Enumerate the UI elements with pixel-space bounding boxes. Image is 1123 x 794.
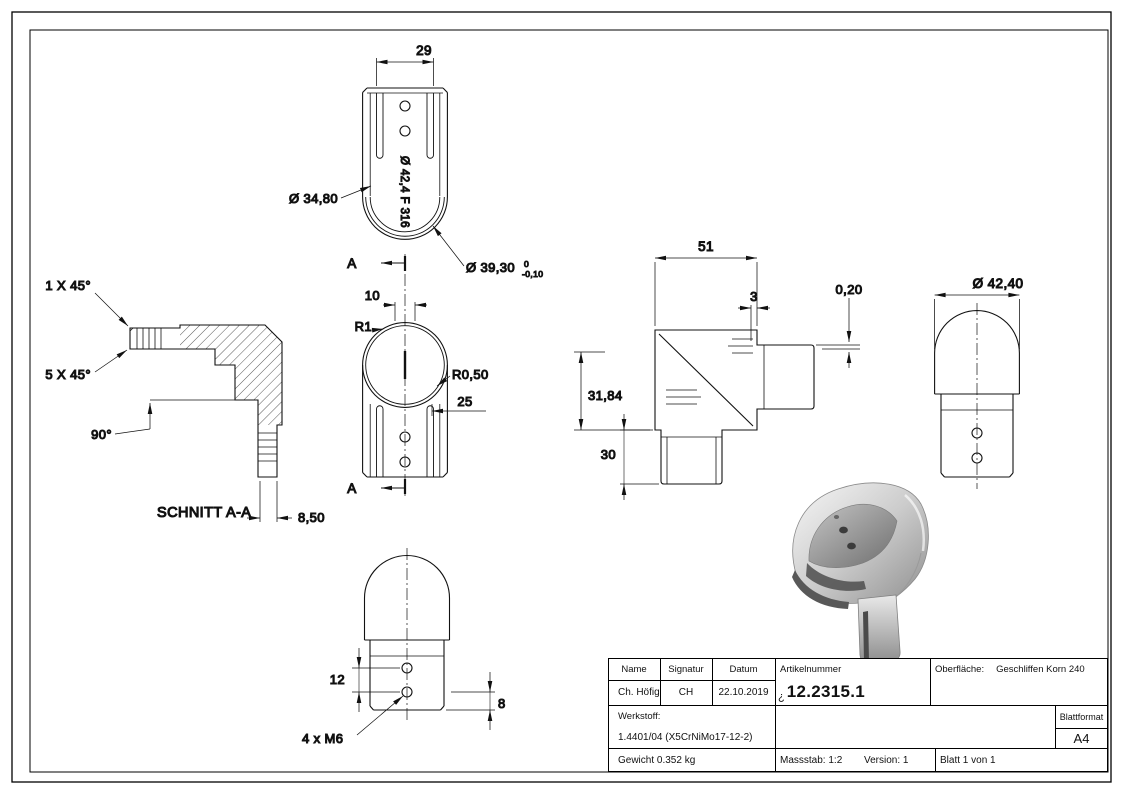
- dim-51: 51: [698, 239, 714, 254]
- werkstoff-value: 1.4401/04 (X5CrNiMo17-12-2): [618, 731, 753, 743]
- side-view: 51 3 0,20 31,84 30: [574, 238, 863, 500]
- gewicht: Gewicht 0.352 kg: [618, 754, 696, 766]
- value-datum: 22.10.2019: [718, 687, 769, 698]
- dim-12: 12: [330, 672, 345, 687]
- top-view: A A 10 R1 R0,50 25: [347, 254, 489, 497]
- dim-r1: R1: [355, 319, 372, 334]
- header-name: Name: [621, 663, 647, 675]
- dim-8: 8: [498, 696, 506, 711]
- iso-render-3d: [792, 482, 929, 664]
- dim-0-20: 0,20: [836, 282, 863, 297]
- oberflaeche-label: Oberfläche:: [935, 663, 985, 675]
- dim-25: 25: [457, 394, 472, 409]
- value-name: Ch. Höfig: [618, 687, 660, 698]
- section-marker-top: A: [347, 256, 356, 271]
- artikelnummer-row: ¿ 12.2315.1: [778, 678, 933, 705]
- dim-30: 30: [601, 447, 616, 462]
- note-4xm6: 4 x M6: [302, 731, 343, 746]
- blattformat-label: Blattformat: [1059, 711, 1104, 722]
- title-block: Name Signatur Datum Ch. Höfig CH 22.10.2…: [608, 658, 1108, 772]
- version: Version: 1: [864, 754, 909, 766]
- dim-dia-34-80: Ø 34,80: [289, 191, 338, 206]
- title-block-border: [608, 658, 1108, 772]
- dim-chamfer-1x45: 1 X 45°: [45, 278, 91, 293]
- dim-dia-39-30: Ø 39,30: [466, 260, 515, 275]
- dim-chamfer-5x45: 5 X 45°: [45, 367, 91, 382]
- dim-r0-50: R0,50: [452, 367, 489, 382]
- oberflaeche-value: Geschliffen Korn 240: [996, 663, 1085, 675]
- cap-view-right: Ø 42,40: [934, 275, 1024, 489]
- dim-dia-42-40: Ø 42,40: [973, 276, 1024, 291]
- dim-dia-39-30-tol-lower: -0,10: [522, 269, 543, 279]
- dim-dia-39-30-tol-upper: 0: [524, 259, 529, 269]
- dim-31-84: 31,84: [588, 388, 623, 403]
- cap-view-bottom: 12 8 4 x M6: [301, 548, 506, 747]
- artikelnummer-value: 12.2315.1: [786, 681, 866, 701]
- part-marking: Ø 42,4 F 316: [398, 156, 410, 228]
- oberflaeche-row: Oberfläche: Geschliffen Korn 240: [935, 658, 1108, 680]
- dim-3: 3: [750, 289, 758, 304]
- werkstoff-label: Werkstoff:: [618, 710, 661, 722]
- dim-10: 10: [365, 288, 380, 303]
- artikelnummer-label: Artikelnummer: [780, 663, 842, 675]
- dim-angle-90: 90°: [91, 427, 112, 442]
- header-signatur: Signatur: [668, 663, 704, 675]
- drawing-frame: [11, 11, 1112, 783]
- dim-29: 29: [416, 43, 432, 58]
- dim-8-50: 8,50: [298, 510, 325, 525]
- section-title: SCHNITT A-A: [157, 505, 251, 521]
- massstab: Massstab: 1:2: [780, 754, 843, 766]
- brand-mark: ¿: [778, 691, 785, 703]
- section-marker-bottom: A: [347, 481, 356, 496]
- front-view: 29 Ø 34,80 Ø 42,4 F 316 Ø 39,30 0 -0,10: [288, 42, 543, 279]
- value-signatur: CH: [678, 687, 694, 698]
- section-view: 1 X 45° 5 X 45° 90° SCHNITT A-A 8,50: [45, 277, 325, 525]
- blatt: Blatt 1 von 1: [940, 754, 996, 766]
- blattformat-value: A4: [1073, 730, 1090, 746]
- header-datum: Datum: [729, 663, 758, 675]
